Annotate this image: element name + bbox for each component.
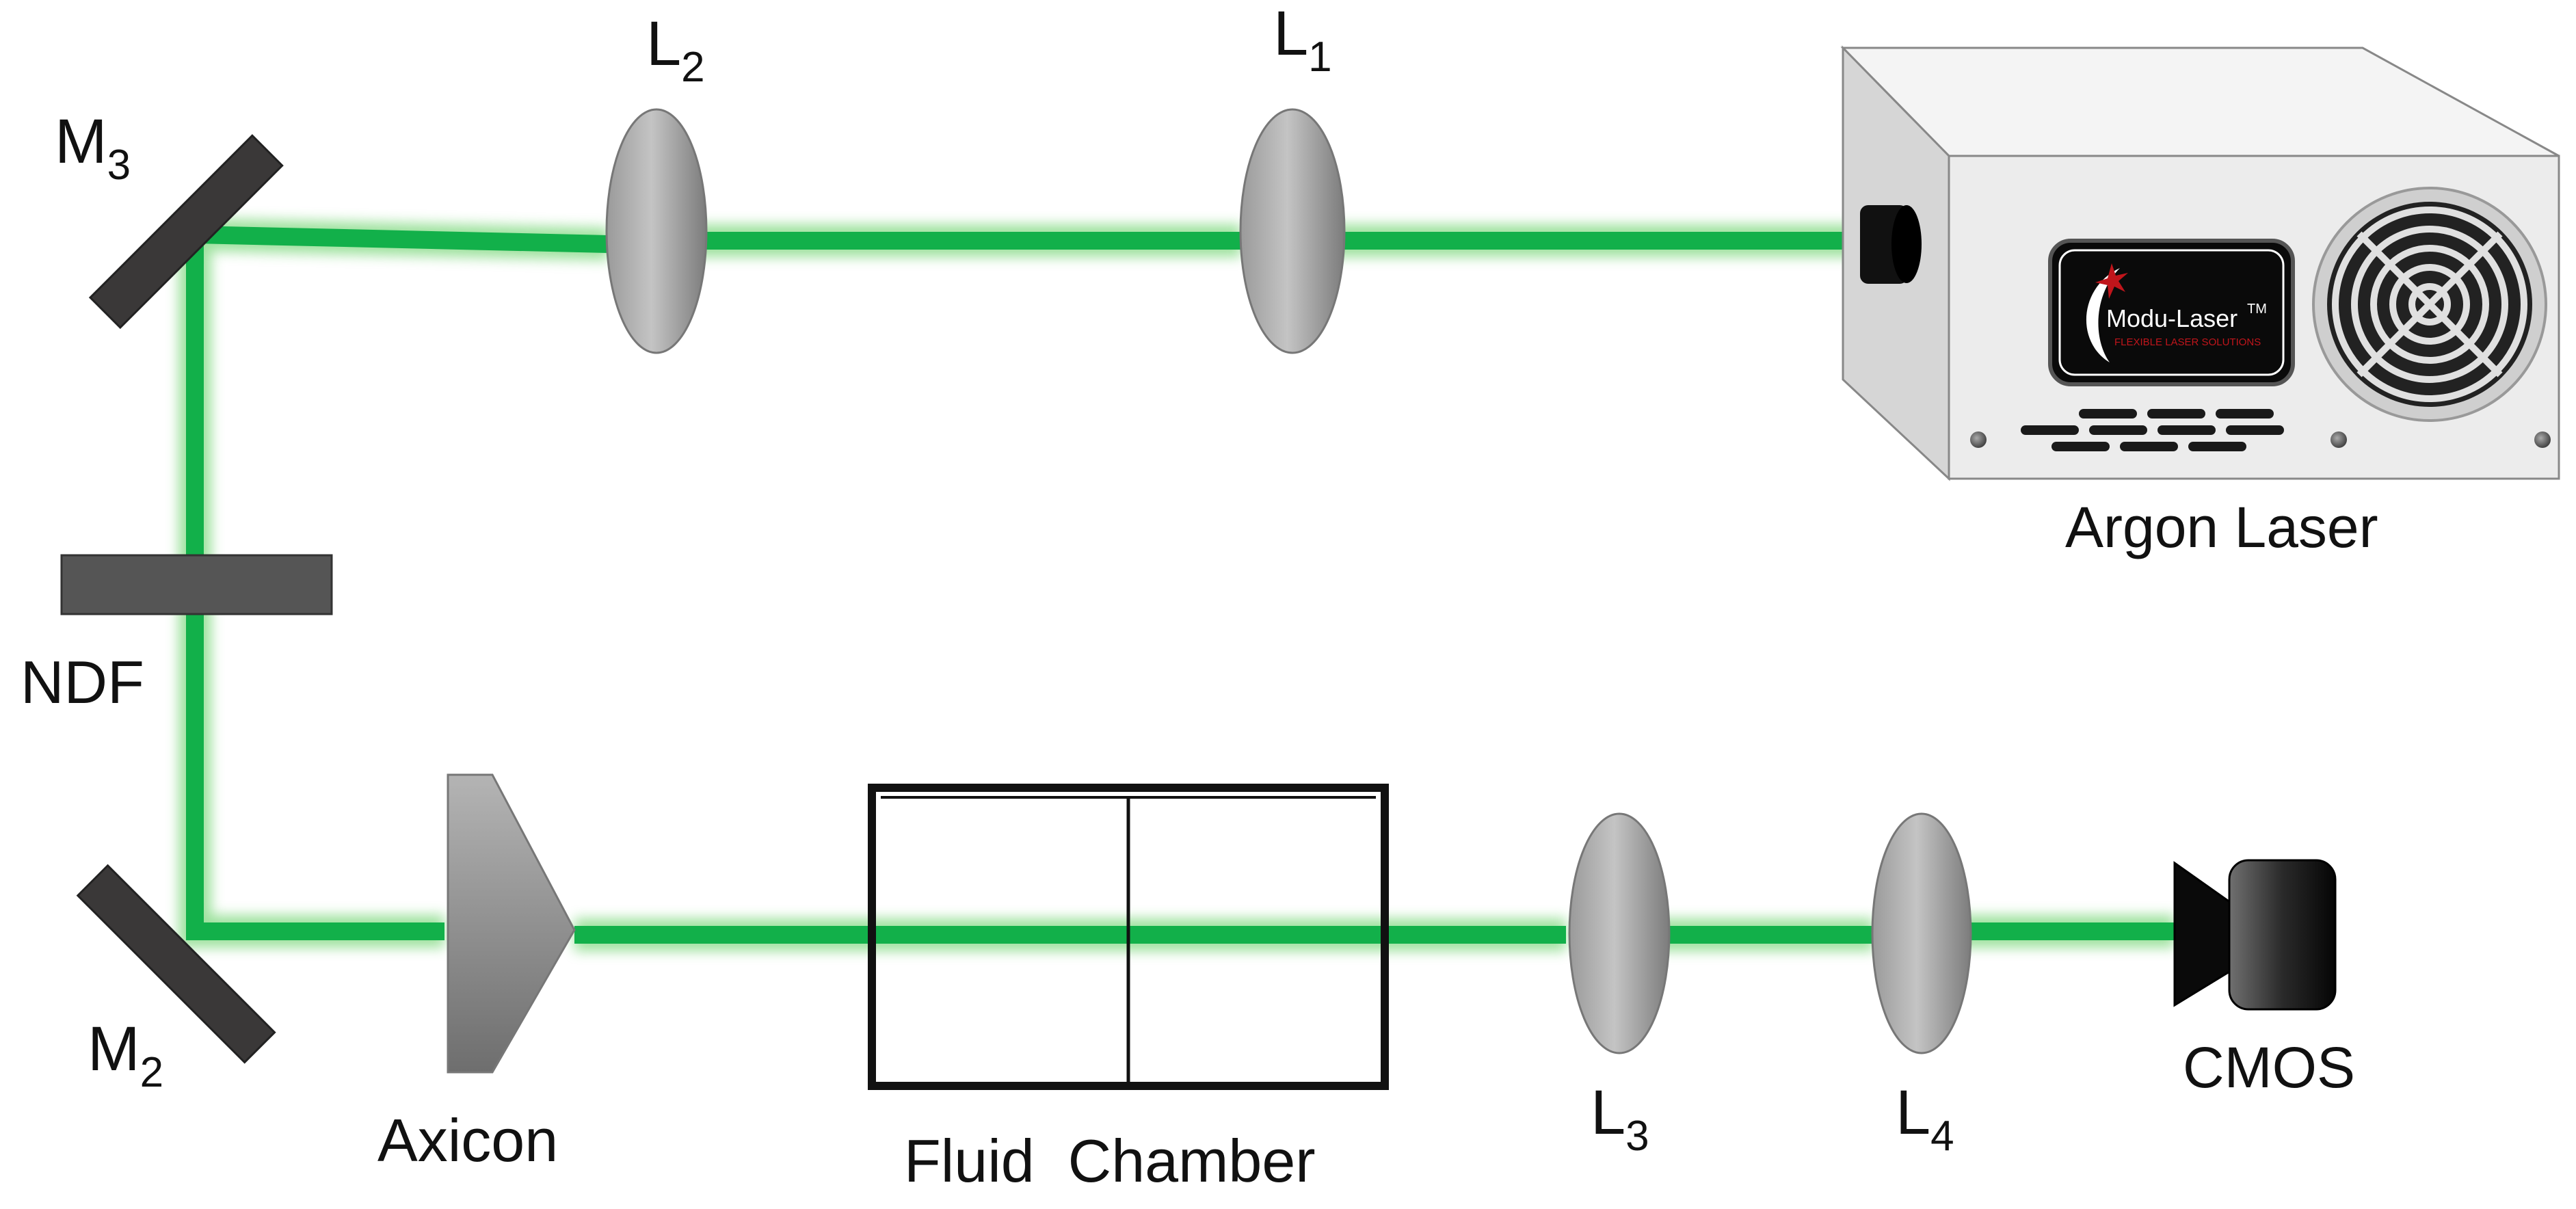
label-axicon: Axicon [377,1106,558,1174]
mirror-m2 [76,864,276,1064]
laser-screws [1970,431,2551,448]
label-l1: L1 [1273,0,1332,81]
laser-logo: Modu-Laser TM FLEXIBLE LASER SOLUTIONS [2048,239,2295,386]
argon-laser: Modu-Laser TM FLEXIBLE LASER SOLUTIONS [1840,45,2560,481]
lens-l1 [1239,108,1346,354]
label-m3: M3 [55,107,131,189]
logo-trademark: TM [2247,302,2267,317]
lens-l3 [1568,812,1671,1054]
label-m2: M2 [88,1014,163,1096]
label-ndf: NDF [21,648,144,716]
laser-vent-slots [2021,409,2284,451]
logo-brand: Modu-Laser [2106,304,2238,332]
neutral-density-filter [60,554,333,615]
axicon [447,773,576,1074]
label-fluid-chamber: Fluid Chamber [904,1127,1316,1195]
label-l4: L4 [1896,1078,1954,1160]
label-argon-laser: Argon Laser [2065,495,2378,559]
lens-l4 [1871,812,1972,1054]
cmos-camera [2173,859,2337,1011]
laser-aperture [1860,205,1922,284]
fan-grille-icon [2312,187,2547,422]
logo-tagline: FLEXIBLE LASER SOLUTIONS [2114,336,2261,348]
logo-star-icon [2095,263,2128,299]
mirror-m3 [88,134,284,330]
lens-l2 [605,108,708,354]
label-cmos: CMOS [2183,1035,2355,1100]
fluid-chamber [868,784,1389,1090]
logo-crescent-icon [2086,268,2120,362]
label-l2: L2 [646,9,705,91]
label-l3: L3 [1591,1078,1649,1160]
